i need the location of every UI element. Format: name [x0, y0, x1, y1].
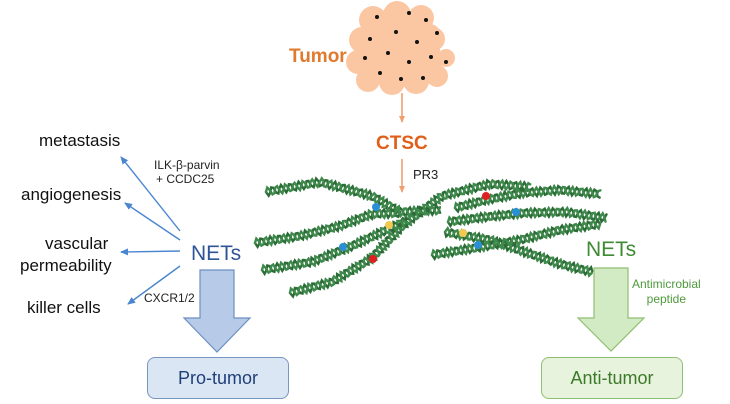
dna-strand-icon — [443, 226, 594, 278]
dna-backbone — [288, 178, 532, 297]
granule-dots — [339, 192, 520, 263]
dna-backbone — [453, 183, 602, 212]
pr3-label: PR3 — [413, 167, 439, 182]
nets-right-label: NETs — [586, 238, 637, 261]
dna-backbone — [446, 205, 607, 227]
effect-vascular: vascular — [45, 234, 109, 253]
nets-left-label: NETs — [191, 242, 242, 265]
dna-strand-icon — [430, 217, 602, 262]
dna-strand-icon — [253, 206, 402, 250]
ctsc-label: CTSC — [376, 133, 428, 154]
ccdc25-label: + CCDC25 — [156, 172, 215, 186]
effect-permeability: permeability — [20, 256, 112, 275]
nets-effect-arrows — [120, 156, 181, 305]
dna-backbone — [253, 207, 402, 250]
dna-backbone — [264, 176, 442, 219]
dna-backbone — [260, 215, 408, 275]
tumor-label: Tumor — [289, 46, 347, 67]
pro-tumor-block-arrow — [182, 269, 252, 353]
dna-strand-icon — [264, 176, 442, 219]
dna-backbone — [253, 206, 402, 248]
peptide-label: peptide — [646, 292, 687, 306]
pro-tumor-box: Pro-tumor — [147, 357, 289, 399]
dna-backbone — [260, 216, 411, 277]
effect-metastasis: metastasis — [39, 131, 121, 150]
anti-tumor-box: Anti-tumor — [541, 357, 683, 399]
tumor-cell-cluster-icon — [346, 1, 455, 95]
nets-dna-strands — [253, 176, 608, 299]
antimicrobial-peptide-label: Antimicrobial peptide — [632, 277, 701, 307]
dna-strand-icon — [453, 183, 602, 214]
effect-killer-cells: killer cells — [27, 298, 101, 317]
effect-angiogenesis: angiogenesis — [21, 185, 122, 204]
dna-strand-icon — [260, 215, 411, 277]
dna-backbone — [430, 219, 602, 260]
cxcr12-label: CXCR1/2 — [144, 291, 195, 305]
anti-tumor-block-arrow — [576, 267, 646, 352]
dna-strand-icon — [446, 205, 608, 229]
ilk-beta-parvin-label: ILK-β-parvin — [154, 158, 220, 172]
antimicrobial-label: Antimicrobial — [632, 277, 701, 291]
dna-strand-icon — [288, 178, 532, 299]
dna-backbone — [453, 184, 601, 214]
dna-backbone — [443, 226, 593, 278]
